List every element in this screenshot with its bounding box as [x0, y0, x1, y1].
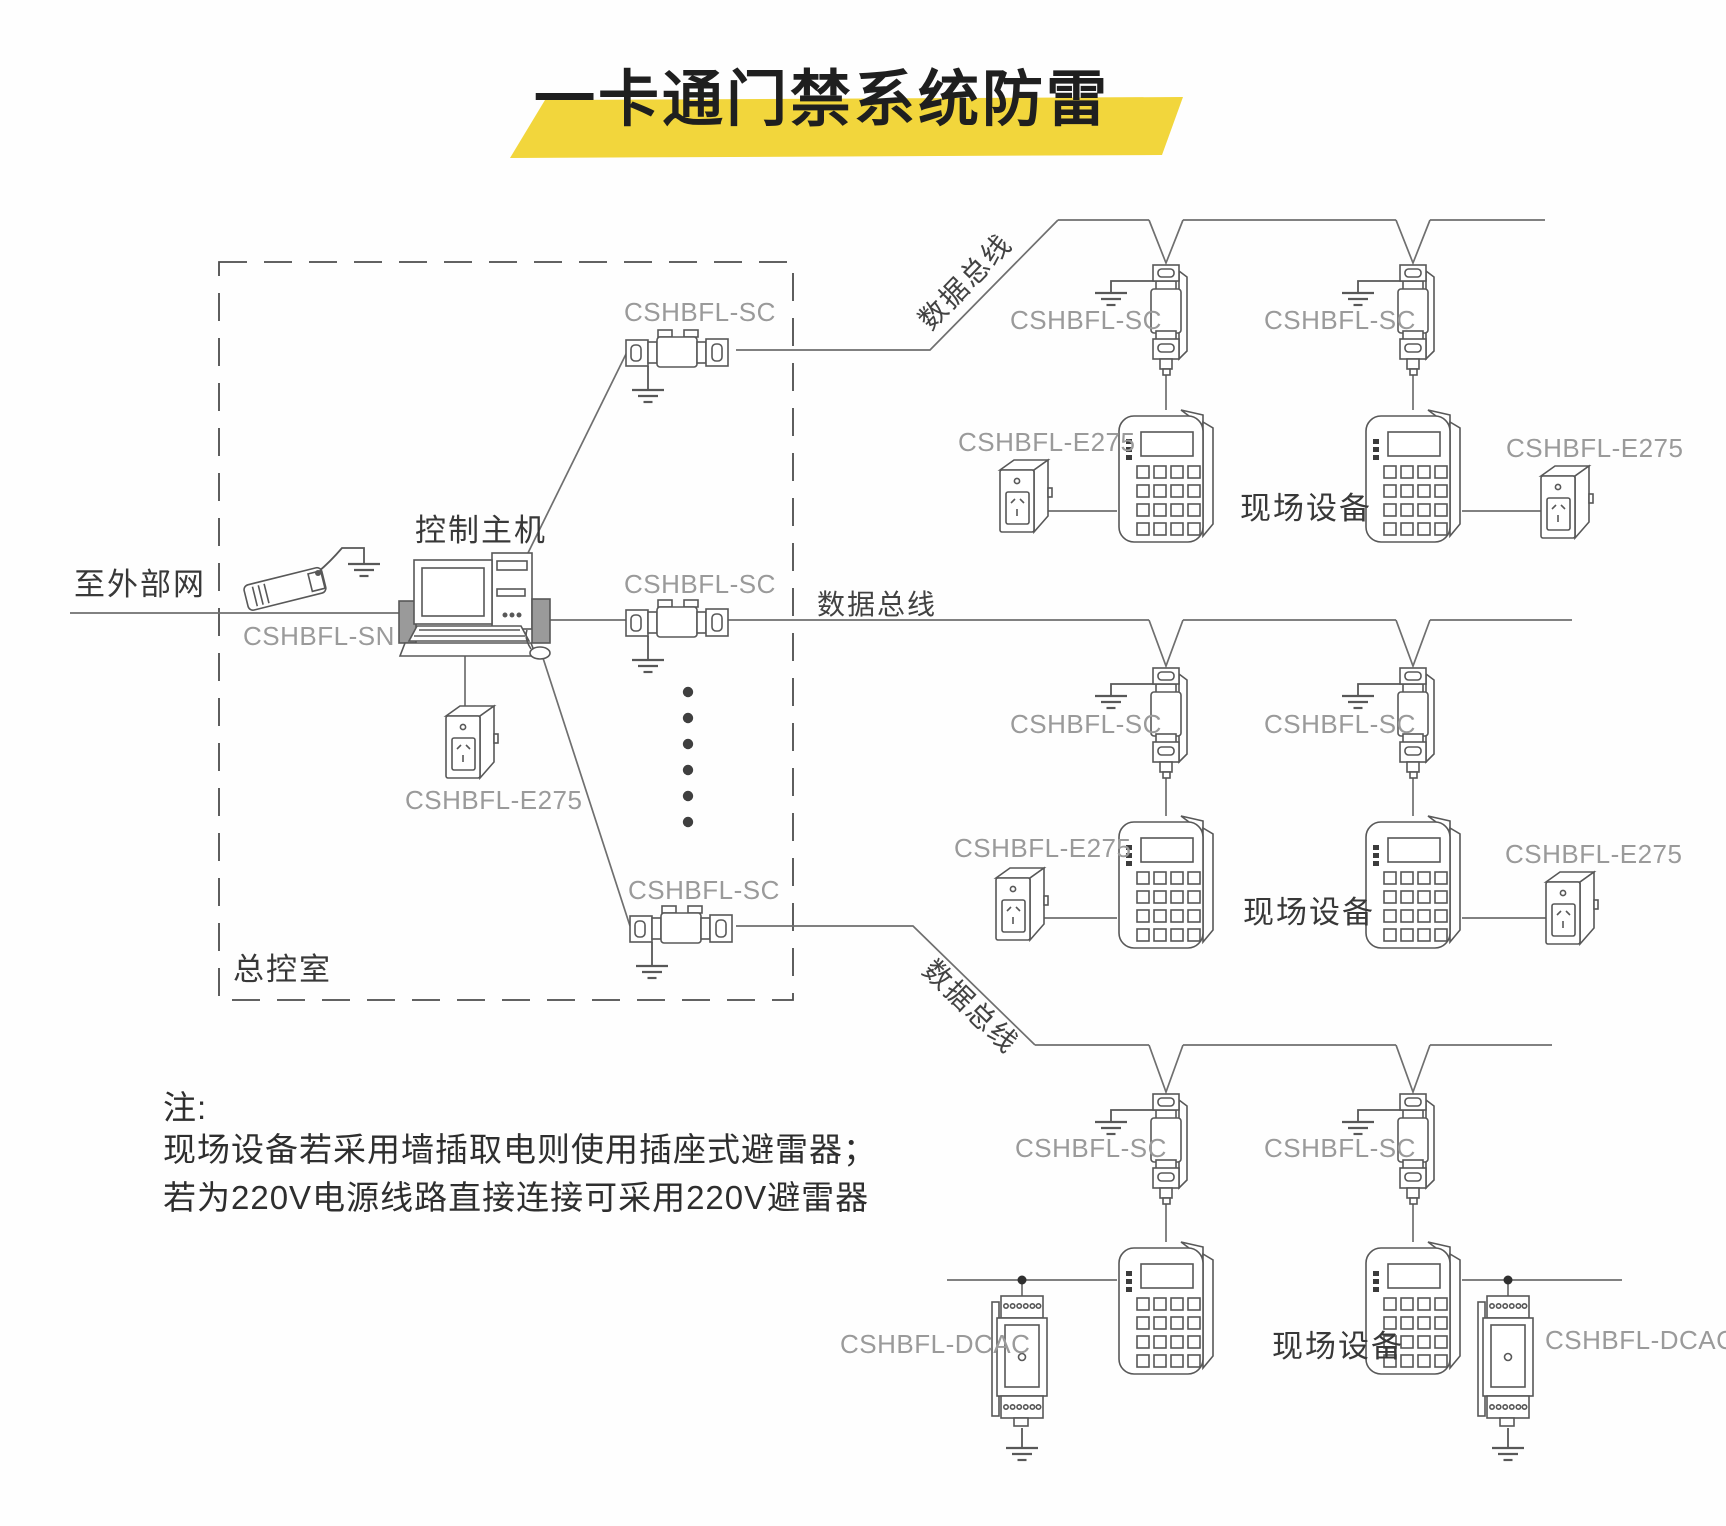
r2-e275-right-device [1545, 871, 1599, 945]
r3-junction-left [1017, 1275, 1027, 1285]
r1-gnd-right-wire [1357, 280, 1402, 293]
r2-keypad-left [1118, 815, 1214, 949]
r2-gnd-right-wire [1357, 683, 1402, 696]
sc-top-ground-icon [630, 388, 666, 404]
host-label: 控制主机 [415, 513, 547, 548]
r2-e275-left-device [995, 867, 1049, 941]
sc-mid-ground-icon [630, 658, 666, 674]
r1-e275-right-device [1540, 465, 1594, 539]
r3-keypad-left [1118, 1241, 1214, 1375]
bus-top-feed [736, 219, 1059, 351]
r2-sc-right-label: CSHBFL-SC [1264, 709, 1416, 739]
sc-bottom-ground-icon [634, 964, 670, 980]
r2-ground-left-icon [1093, 694, 1129, 710]
bus-top [1058, 219, 1545, 266]
note-line2: 若为220V电源线路直接连接可采用220V避雷器 [163, 1179, 870, 1216]
r3-junction-right [1503, 1275, 1513, 1285]
sc-mid-device [625, 599, 729, 638]
sn-label: CSHBFL-SN [243, 621, 395, 651]
r3-dcac-left-label: CSHBFL-DCAC [840, 1329, 1031, 1359]
host-e275-label: CSHBFL-E275 [405, 785, 583, 815]
r3-dcac-left-ground-icon [1004, 1446, 1040, 1462]
r3-sc-right-label: CSHBFL-SC [1264, 1133, 1416, 1163]
sc-mid-label: CSHBFL-SC [624, 569, 776, 599]
r3-gnd-left-wire [1110, 1109, 1155, 1122]
host-to-sc-top-line [526, 349, 629, 556]
r1-ground-left-icon [1093, 291, 1129, 307]
sc-top-device [625, 329, 729, 368]
r3-gnd-right-wire [1357, 1109, 1402, 1122]
r1-sc-left-label: CSHBFL-SC [1010, 305, 1162, 335]
r3-dcac-right-label: CSHBFL-DCAC [1545, 1325, 1726, 1355]
r3-dcac-right-device [1477, 1295, 1534, 1427]
r1-keypad-right [1365, 409, 1461, 543]
host-to-sc-bottom-line [542, 657, 631, 927]
r3-dcac-left-device [991, 1295, 1048, 1427]
r1-gnd-left-wire [1110, 280, 1155, 293]
host-e275-device [445, 705, 499, 779]
r3-dcac-right-ground-icon [1490, 1446, 1526, 1462]
control-room-label: 总控室 [233, 952, 332, 987]
bus-bottom [1035, 1044, 1552, 1095]
r2-e275-right-label: CSHBFL-E275 [1505, 839, 1683, 869]
r1-e275-right-label: CSHBFL-E275 [1506, 433, 1684, 463]
r3-sc-left-label: CSHBFL-SC [1015, 1133, 1167, 1163]
control-room-box [218, 261, 794, 1001]
sn-ground-wire [317, 547, 365, 573]
r2-sc-left-label: CSHBFL-SC [1010, 709, 1162, 739]
branch-ellipsis [682, 686, 694, 828]
sc-bottom-device [629, 905, 733, 944]
sn-device [243, 566, 327, 611]
external-net-label: 至外部网 [74, 567, 206, 602]
sn-ground-icon [346, 562, 382, 578]
r2-keypad-right [1365, 815, 1461, 949]
title-highlight [510, 97, 1183, 158]
page-title: 一卡通门禁系统防雷 [533, 65, 1110, 133]
r3-field-label: 现场设备 [1272, 1329, 1404, 1364]
bus-bottom-feed [736, 925, 1036, 1046]
r2-field-label: 现场设备 [1243, 895, 1375, 930]
host-computer [398, 552, 551, 660]
note-line1: 现场设备若采用墙插取电则使用插座式避雷器； [163, 1131, 877, 1168]
r2-gnd-left-wire [1110, 683, 1155, 696]
r1-field-label: 现场设备 [1240, 491, 1372, 526]
r1-e275-left-label: CSHBFL-E275 [958, 427, 1136, 457]
r2-e275-left-label: CSHBFL-E275 [954, 833, 1132, 863]
r1-ground-right-icon [1340, 291, 1376, 307]
bus-middle-label: 数据总线 [817, 589, 938, 620]
r2-ground-right-icon [1340, 694, 1376, 710]
note-heading: 注: [163, 1089, 208, 1126]
sc-bottom-label: CSHBFL-SC [628, 875, 780, 905]
sc-top-label: CSHBFL-SC [624, 297, 776, 327]
r1-e275-left-device [999, 459, 1053, 533]
r1-sc-right-label: CSHBFL-SC [1264, 305, 1416, 335]
